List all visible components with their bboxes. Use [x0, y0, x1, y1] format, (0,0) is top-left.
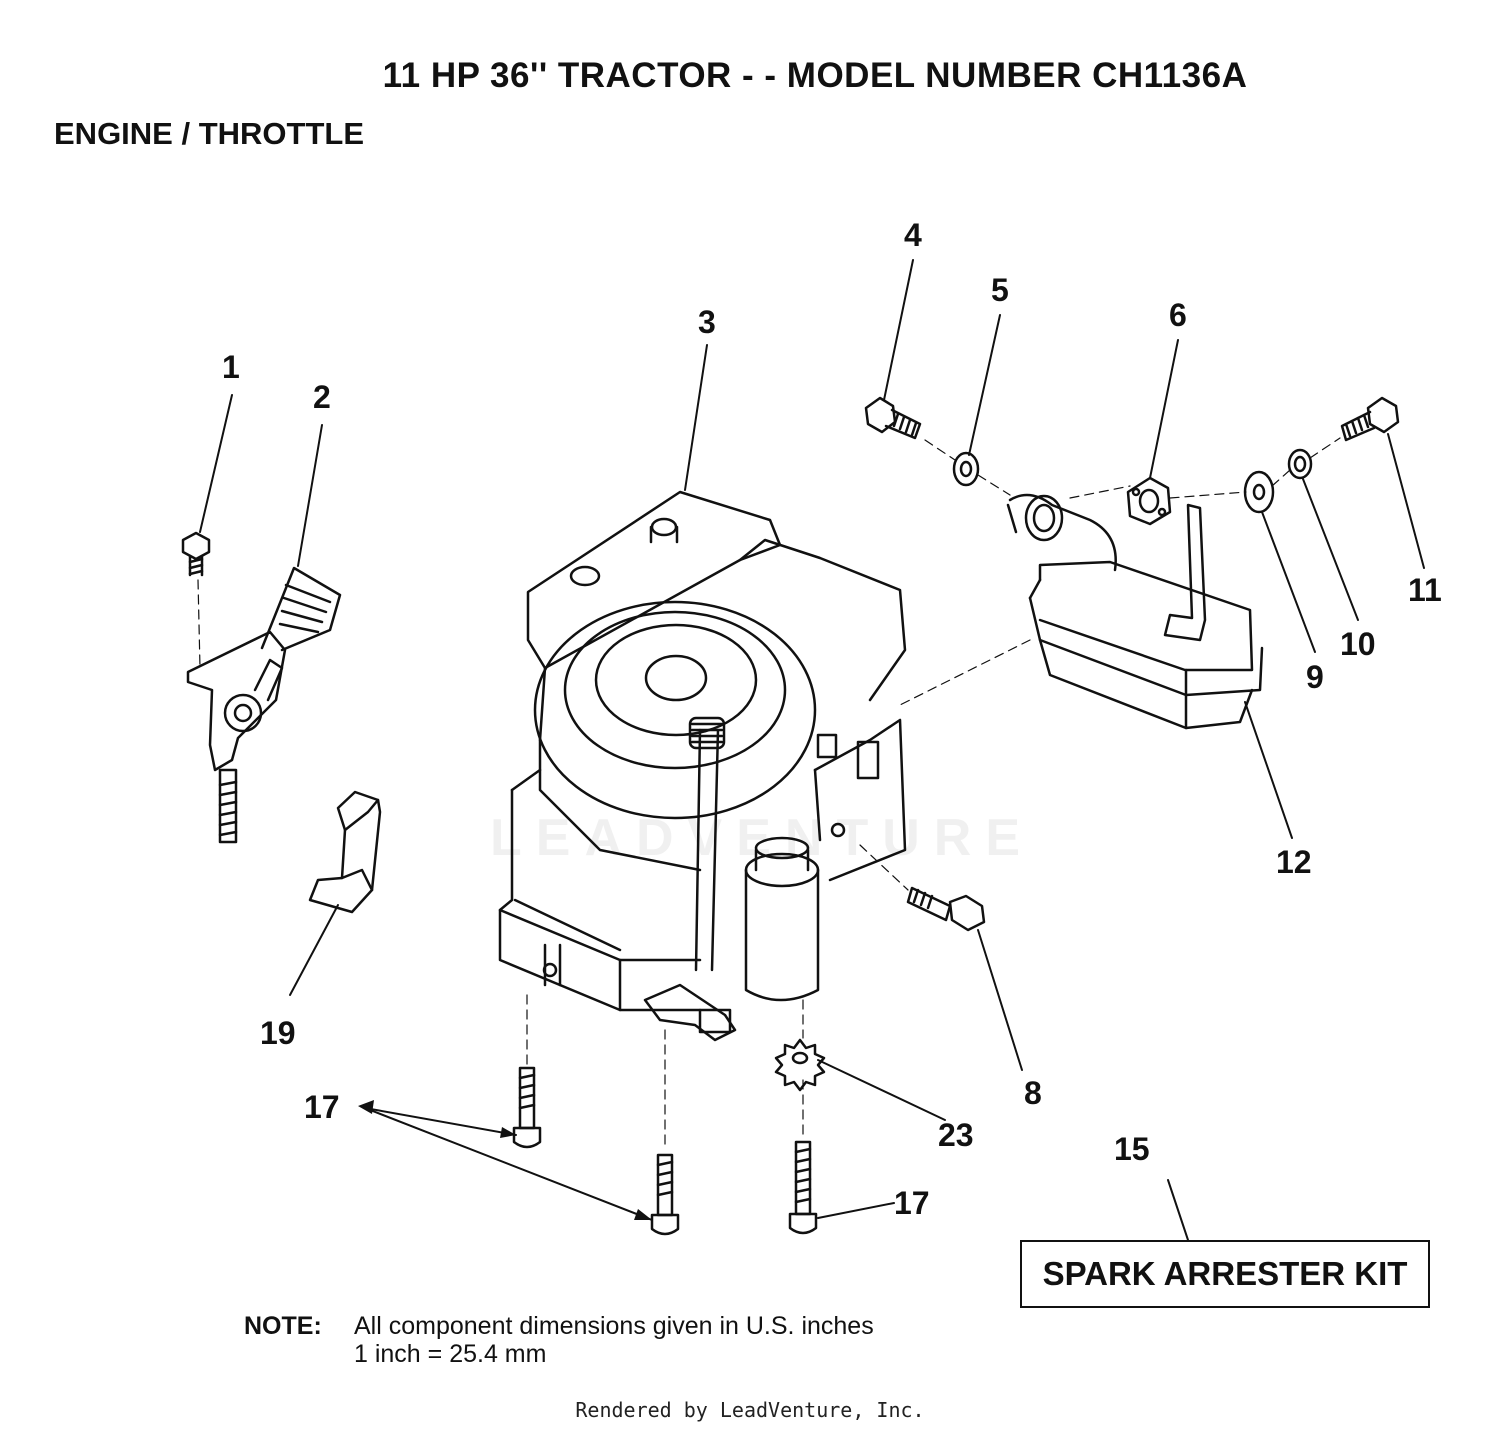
- part-1-bolt[interactable]: [181, 531, 211, 577]
- callout-23: 23: [938, 1117, 974, 1153]
- note-line-1: All component dimensions given in U.S. i…: [354, 1312, 874, 1340]
- part-11-bolt[interactable]: [1340, 396, 1400, 442]
- part-2-throttle-bracket[interactable]: [186, 566, 342, 844]
- leader-lines: [199, 259, 1425, 1241]
- part-9-washer[interactable]: [1243, 470, 1275, 514]
- callout-8: 8: [1024, 1075, 1042, 1111]
- callout-12: 12: [1276, 844, 1312, 880]
- callout-17-right: 17: [894, 1185, 930, 1221]
- part-6-gasket[interactable]: [1126, 476, 1172, 526]
- part-19-clip[interactable]: [308, 790, 382, 914]
- footer-credit: Rendered by LeadVenture, Inc.: [575, 1398, 925, 1422]
- page-title: 11 HP 36'' TRACTOR - - MODEL NUMBER CH11…: [382, 56, 1248, 95]
- alignment-lines: [197, 437, 1341, 1151]
- callout-4: 4: [904, 217, 922, 253]
- part-5-washer[interactable]: [952, 451, 980, 487]
- callout-11: 11: [1408, 572, 1442, 608]
- spark-arrester-kit-label: SPARK ARRESTER KIT: [1042, 1255, 1408, 1292]
- note-label: NOTE:: [244, 1312, 322, 1340]
- callout-15: 15: [1114, 1131, 1150, 1167]
- part-23-star-washer[interactable]: [774, 1038, 826, 1092]
- part-17-bolt-c[interactable]: [788, 1140, 818, 1235]
- callout-6: 6: [1169, 297, 1187, 333]
- callout-19: 19: [260, 1015, 296, 1051]
- leader-arrowheads: [358, 1100, 652, 1220]
- section-title: ENGINE / THROTTLE: [54, 116, 364, 151]
- part-17-bolt-b[interactable]: [650, 1153, 680, 1236]
- callout-10: 10: [1340, 626, 1376, 662]
- callout-2: 2: [313, 379, 331, 415]
- part-10-lock-washer[interactable]: [1287, 448, 1313, 480]
- part-17-bolt-a[interactable]: [512, 1066, 542, 1149]
- callout-3: 3: [698, 304, 716, 340]
- note-line-2: 1 inch = 25.4 mm: [354, 1340, 547, 1368]
- part-8-bolt[interactable]: [906, 886, 986, 932]
- callout-numbers: 1 2 3 4 5 6 8 9 10 11 12 15 17 17 19 23: [222, 217, 1442, 1221]
- part-12-muffler[interactable]: [1006, 493, 1264, 730]
- part-4-bolt[interactable]: [864, 396, 922, 440]
- callout-9: 9: [1306, 659, 1324, 695]
- callout-1: 1: [222, 349, 240, 385]
- callout-17-left: 17: [304, 1089, 340, 1125]
- part-3-engine[interactable]: [498, 490, 907, 1042]
- spark-arrester-kit-box[interactable]: SPARK ARRESTER KIT: [1020, 1240, 1430, 1308]
- callout-5: 5: [991, 272, 1009, 308]
